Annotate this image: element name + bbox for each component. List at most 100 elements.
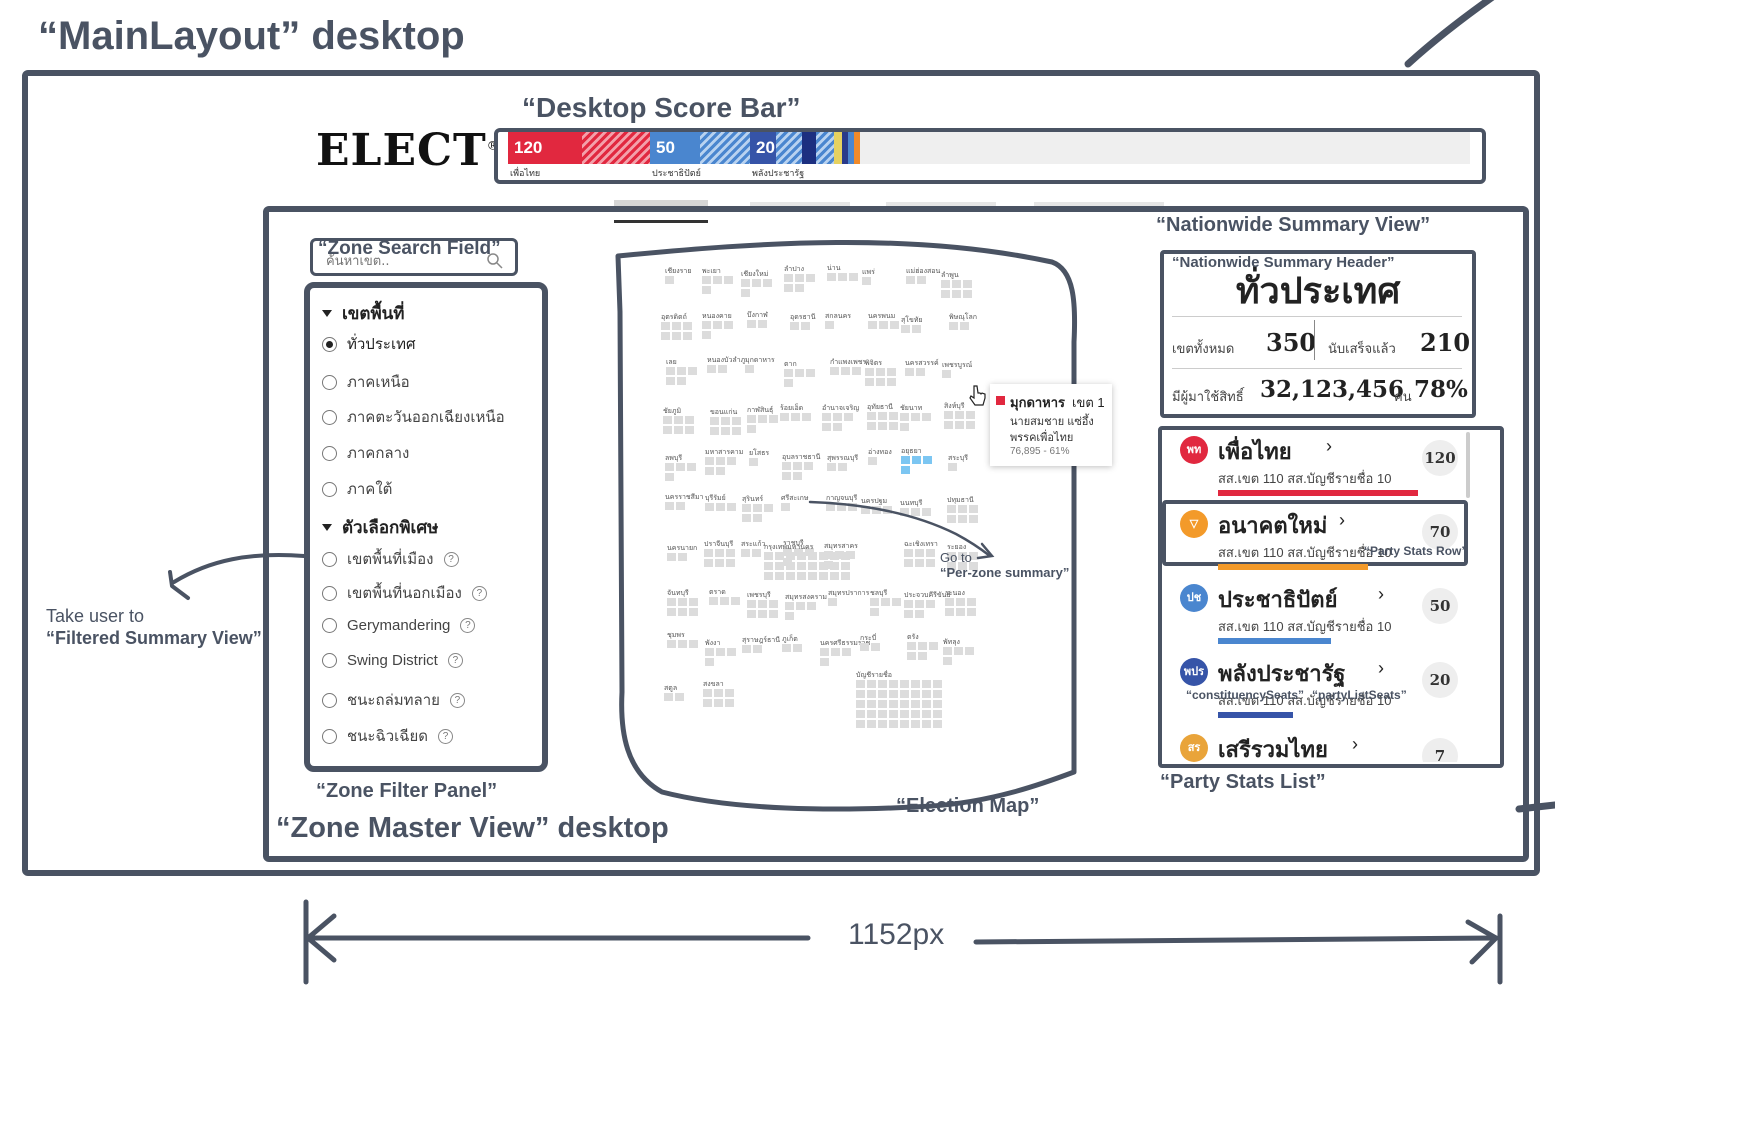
zone-cell[interactable] bbox=[747, 610, 756, 618]
zone-cell[interactable] bbox=[790, 322, 799, 330]
zone-cell[interactable] bbox=[892, 598, 901, 606]
radio[interactable] bbox=[322, 728, 337, 744]
zone-cell[interactable] bbox=[674, 426, 683, 434]
help-icon[interactable]: ? bbox=[447, 653, 463, 668]
zone-cell[interactable] bbox=[922, 413, 931, 421]
zone-cell[interactable] bbox=[966, 411, 975, 419]
zone-cell[interactable] bbox=[837, 503, 846, 511]
zone-cell[interactable] bbox=[741, 549, 750, 557]
zone-cell[interactable] bbox=[727, 457, 736, 465]
zone-cell[interactable] bbox=[742, 514, 751, 522]
zone-cell[interactable] bbox=[917, 276, 926, 284]
zone-cell[interactable] bbox=[781, 503, 790, 511]
zone-cell[interactable] bbox=[876, 368, 885, 376]
zone-cell[interactable] bbox=[705, 467, 714, 475]
zone-cell[interactable] bbox=[797, 552, 806, 560]
zone-cell[interactable] bbox=[705, 503, 714, 511]
party-stats-row[interactable]: พทเพื่อไทย›สส.เขต 110 สส.บัญชีรายชื่อ 10… bbox=[1162, 428, 1492, 508]
filter-option-urban[interactable]: เขตพื้นที่เมือง ? bbox=[322, 547, 459, 571]
zone-cell[interactable] bbox=[758, 600, 767, 608]
zone-cell[interactable] bbox=[901, 456, 910, 464]
zone-cell[interactable] bbox=[665, 473, 674, 481]
score-segment-minor[interactable] bbox=[848, 132, 854, 164]
zone-cell[interactable] bbox=[663, 416, 672, 424]
zone-cell[interactable] bbox=[732, 427, 741, 435]
zone-cell[interactable] bbox=[867, 720, 876, 728]
zone-cell[interactable] bbox=[720, 597, 729, 605]
zone-cell[interactable] bbox=[824, 561, 833, 569]
zone-cell[interactable] bbox=[867, 700, 876, 708]
zone-cell[interactable] bbox=[956, 598, 965, 606]
zone-cell[interactable] bbox=[769, 600, 778, 608]
zone-cell[interactable] bbox=[752, 549, 761, 557]
zone-cell[interactable] bbox=[663, 426, 672, 434]
special-section-toggle[interactable]: ตัวเลือกพิเศษ bbox=[322, 514, 438, 541]
zone-cell[interactable] bbox=[819, 552, 828, 560]
zone-cell[interactable] bbox=[732, 417, 741, 425]
zone-cell[interactable] bbox=[785, 602, 794, 610]
zone-cell[interactable] bbox=[900, 690, 909, 698]
zone-cell[interactable] bbox=[870, 598, 879, 606]
zone-cell[interactable] bbox=[725, 689, 734, 697]
zone-cell[interactable] bbox=[710, 417, 719, 425]
filter-option-gerrymandering[interactable]: Gerymandering ? bbox=[322, 617, 476, 634]
zone-cell[interactable] bbox=[831, 648, 840, 656]
zone-cell[interactable] bbox=[878, 690, 887, 698]
zone-cell[interactable] bbox=[926, 600, 935, 608]
zone-cell[interactable] bbox=[830, 572, 839, 580]
zone-cell[interactable] bbox=[747, 320, 756, 328]
zone-cell[interactable] bbox=[676, 463, 685, 471]
zone-cell[interactable] bbox=[911, 680, 920, 688]
zone-cell[interactable] bbox=[791, 413, 800, 421]
zone-cell[interactable] bbox=[801, 322, 810, 330]
zone-cell[interactable] bbox=[782, 644, 791, 652]
zone-cell[interactable] bbox=[871, 643, 880, 651]
zone-cell[interactable] bbox=[904, 549, 913, 557]
zone-cell[interactable] bbox=[667, 640, 676, 648]
zone-cell[interactable] bbox=[867, 710, 876, 718]
zone-cell[interactable] bbox=[952, 290, 961, 298]
zone-cell[interactable] bbox=[689, 608, 698, 616]
party-stats-row[interactable]: พปรพลังประชารัฐ›สส.เขต 110 สส.บัญชีรายชื… bbox=[1162, 650, 1492, 730]
zone-cell[interactable] bbox=[856, 690, 865, 698]
zone-cell[interactable] bbox=[828, 598, 837, 606]
radio[interactable] bbox=[322, 445, 337, 461]
zone-cell[interactable] bbox=[911, 413, 920, 421]
score-segment-palang-list[interactable] bbox=[776, 132, 802, 164]
zone-cell[interactable] bbox=[835, 551, 844, 559]
elect-logo[interactable]: ELECT® bbox=[316, 125, 500, 176]
zone-cell[interactable] bbox=[947, 515, 956, 523]
zone-cell[interactable] bbox=[900, 508, 909, 516]
zone-cell[interactable] bbox=[922, 508, 931, 516]
zone-cell[interactable] bbox=[752, 279, 761, 287]
zone-cell[interactable] bbox=[782, 462, 791, 470]
chevron-right-icon[interactable]: › bbox=[1326, 436, 1332, 456]
zone-cell[interactable] bbox=[775, 562, 784, 570]
chevron-right-icon[interactable]: › bbox=[1378, 658, 1384, 678]
zone-cell[interactable] bbox=[665, 463, 674, 471]
zone-cell[interactable] bbox=[933, 700, 942, 708]
zone-cell[interactable] bbox=[904, 600, 913, 608]
zone-cell[interactable] bbox=[725, 699, 734, 707]
zone-cell[interactable] bbox=[949, 322, 958, 330]
zone-cell[interactable] bbox=[784, 379, 793, 387]
zone-cell[interactable] bbox=[764, 572, 773, 580]
zone-cell[interactable] bbox=[904, 610, 913, 618]
zone-cell[interactable] bbox=[856, 680, 865, 688]
zone-cell[interactable] bbox=[753, 504, 762, 512]
zone-cell[interactable] bbox=[906, 276, 915, 284]
zone-cell[interactable] bbox=[844, 413, 853, 421]
zone-cell[interactable] bbox=[716, 457, 725, 465]
zone-cell[interactable] bbox=[848, 503, 857, 511]
filter-option-landslide[interactable]: ชนะถล่มทลาย ? bbox=[322, 688, 465, 712]
zone-cell[interactable] bbox=[742, 645, 751, 653]
zone-cell[interactable] bbox=[819, 562, 828, 570]
zone-cell[interactable] bbox=[784, 284, 793, 292]
zone-cell[interactable] bbox=[878, 720, 887, 728]
zone-cell[interactable] bbox=[678, 608, 687, 616]
zone-cell[interactable] bbox=[702, 286, 711, 294]
zone-cell[interactable] bbox=[911, 700, 920, 708]
zone-cell[interactable] bbox=[889, 690, 898, 698]
zone-cell[interactable] bbox=[889, 710, 898, 718]
score-segment-minor[interactable] bbox=[802, 132, 816, 164]
